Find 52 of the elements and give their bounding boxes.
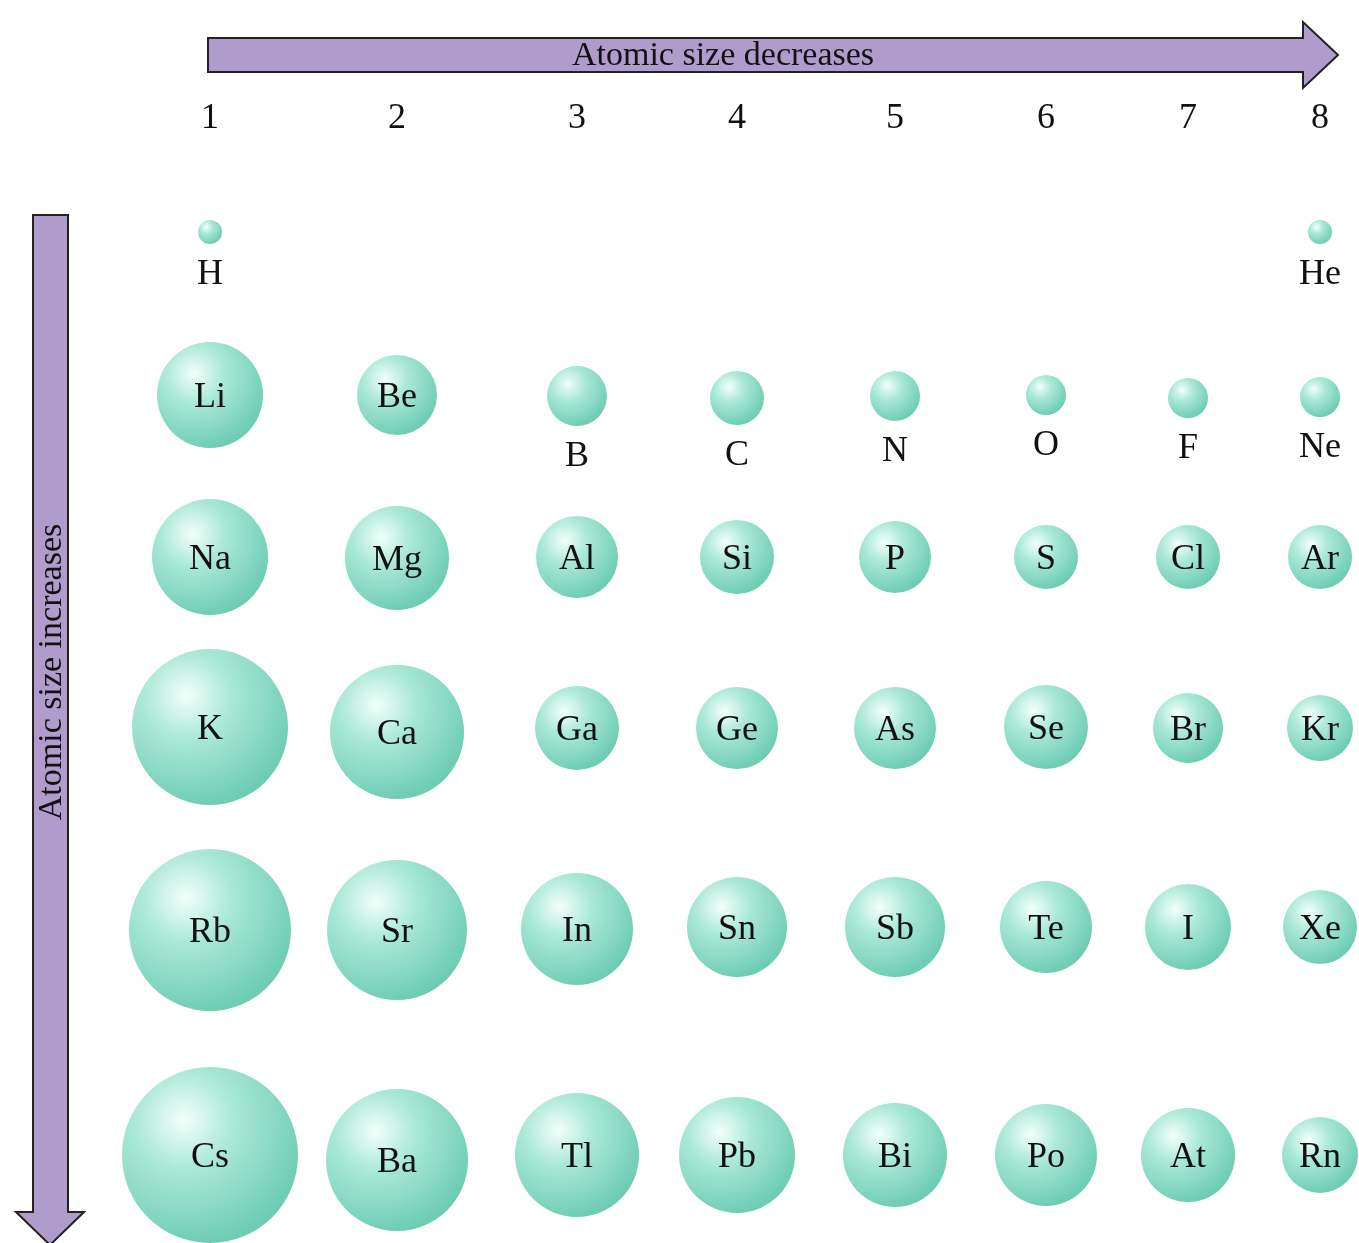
column-number: 7 xyxy=(1179,98,1197,134)
element-symbol: N xyxy=(882,431,908,467)
element-symbol: Si xyxy=(722,539,752,575)
element-symbol: Ne xyxy=(1299,427,1341,463)
element-symbol: Sr xyxy=(381,912,413,948)
element-symbol: Tl xyxy=(561,1137,593,1173)
element-symbol: Cl xyxy=(1171,539,1205,575)
column-number: 4 xyxy=(728,98,746,134)
element-symbol: Be xyxy=(377,377,417,413)
element-symbol: Ga xyxy=(556,710,598,746)
element-symbol: Sn xyxy=(718,909,756,945)
column-number: 6 xyxy=(1037,98,1055,134)
element-symbol: Po xyxy=(1027,1137,1065,1173)
column-number: 2 xyxy=(388,98,406,134)
element-symbol: Se xyxy=(1028,709,1064,745)
element-symbol: In xyxy=(562,911,592,947)
element-symbol: Te xyxy=(1028,909,1064,945)
element-symbol: Bi xyxy=(878,1137,912,1173)
element-symbol: Xe xyxy=(1299,909,1341,945)
element-symbol: B xyxy=(565,436,589,472)
element-symbol: Al xyxy=(559,539,595,575)
element-symbol: Sb xyxy=(876,909,914,945)
element-symbol: Rn xyxy=(1299,1137,1341,1173)
element-symbol: Ge xyxy=(716,710,758,746)
element-symbol: Na xyxy=(189,539,231,575)
element-symbol: Li xyxy=(194,377,226,413)
element-symbol: Ca xyxy=(377,714,417,750)
element-symbol: Ar xyxy=(1301,539,1339,575)
element-symbol: K xyxy=(197,709,223,745)
element-symbol: At xyxy=(1170,1137,1206,1173)
element-symbol: C xyxy=(725,435,749,471)
element-symbol: H xyxy=(197,254,223,290)
arrow-label: Atomic size decreases xyxy=(571,37,875,71)
column-number: 3 xyxy=(568,98,586,134)
element-symbol: As xyxy=(875,710,915,746)
column-number: 5 xyxy=(886,98,904,134)
column-number: 8 xyxy=(1311,98,1329,134)
element-symbol: Br xyxy=(1170,710,1206,746)
arrow-label: Atomic size increases xyxy=(33,523,67,821)
element-symbol: F xyxy=(1178,428,1198,464)
element-symbol: Cs xyxy=(191,1137,229,1173)
element-symbol: Kr xyxy=(1301,710,1339,746)
element-symbol: P xyxy=(885,539,905,575)
element-symbol: Rb xyxy=(189,912,231,948)
column-number: 1 xyxy=(201,98,219,134)
element-symbol: Pb xyxy=(718,1137,756,1173)
element-symbol: I xyxy=(1182,909,1194,945)
element-symbol: Ba xyxy=(377,1142,417,1178)
element-symbol: Mg xyxy=(372,540,422,576)
element-symbol: S xyxy=(1036,539,1056,575)
element-symbol: O xyxy=(1033,425,1059,461)
element-symbol: He xyxy=(1299,254,1341,290)
